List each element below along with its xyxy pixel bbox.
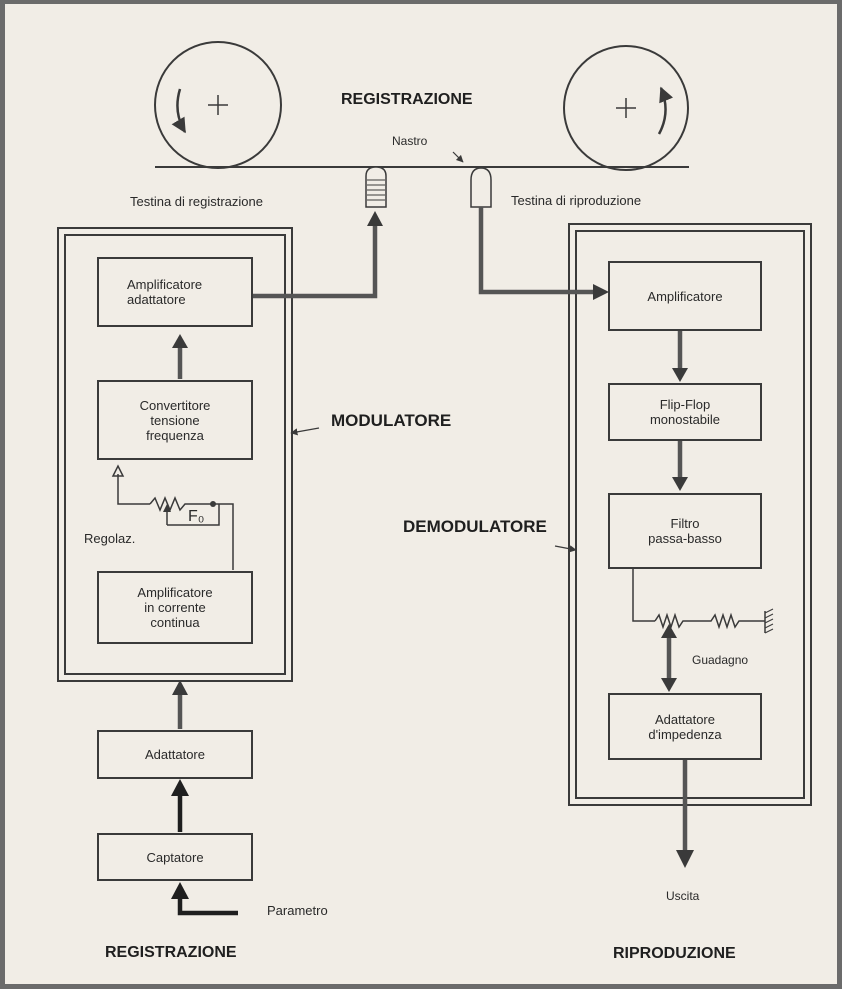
- record-head: [365, 166, 387, 208]
- block-amplificatore-text: Amplificatore: [647, 288, 723, 304]
- block-filtro-text: Filtro passa-basso: [648, 516, 722, 546]
- block-convertitore: Convertitore tensione frequenza: [97, 380, 253, 460]
- block-adattatore-text: Adattatore: [145, 747, 205, 762]
- demodulatore-inner-frame: [575, 230, 805, 799]
- section-registrazione: REGISTRAZIONE: [105, 944, 237, 961]
- demodulatore-outer-frame: [568, 223, 812, 806]
- block-captatore-text: Captatore: [146, 849, 204, 865]
- right-reel: [563, 45, 689, 171]
- demodulatore-label: DEMODULATORE: [403, 517, 547, 536]
- record-head-label: Testina di registrazione: [130, 194, 263, 209]
- playback-head: [470, 167, 492, 208]
- regolaz-label: Regolaz.: [84, 531, 136, 546]
- playback-head-label: Testina di riproduzione: [511, 193, 642, 208]
- block-adattatore-impedenza-text: Adattatore d'impedenza: [648, 711, 722, 742]
- block-filtro: Filtro passa-basso: [608, 493, 762, 569]
- block-amplificatore-adattatore: Amplificatore adattatore: [97, 257, 253, 327]
- left-reel: [154, 41, 282, 169]
- tape-label: Nastro: [392, 134, 428, 148]
- block-adattatore: Adattatore: [97, 730, 253, 779]
- block-flipflop-text: Flip-Flop monostabile: [649, 397, 721, 427]
- block-captatore: Captatore: [97, 833, 253, 881]
- block-flipflop: Flip-Flop monostabile: [608, 383, 762, 441]
- block-amplificatore-adattatore-text: Amplificatore adattatore: [127, 277, 203, 307]
- parametro-label: Parametro: [267, 903, 328, 918]
- modulatore-inner-frame: [64, 234, 286, 675]
- block-convertitore-text: Convertitore tensione frequenza: [139, 397, 211, 443]
- diagram-page: REGISTRAZIONE Nastro Testina di registra…: [5, 4, 837, 984]
- top-title: REGISTRAZIONE: [341, 91, 473, 108]
- f0-label: F₀: [188, 508, 205, 525]
- block-adattatore-impedenza: Adattatore d'impedenza: [608, 693, 762, 760]
- section-riproduzione: RIPRODUZIONE: [613, 945, 736, 962]
- modulatore-label: MODULATORE: [331, 411, 452, 430]
- uscita-label: Uscita: [666, 889, 700, 903]
- block-amplificatore-cc-text: Amplificatore in corrente continua: [137, 585, 213, 630]
- modulatore-outer-frame: [57, 227, 293, 682]
- diagram-connectors: [111, 41, 774, 916]
- block-amplificatore: Amplificatore: [608, 261, 762, 331]
- guadagno-label: Guadagno: [692, 653, 749, 667]
- block-amplificatore-cc: Amplificatore in corrente continua: [97, 571, 253, 644]
